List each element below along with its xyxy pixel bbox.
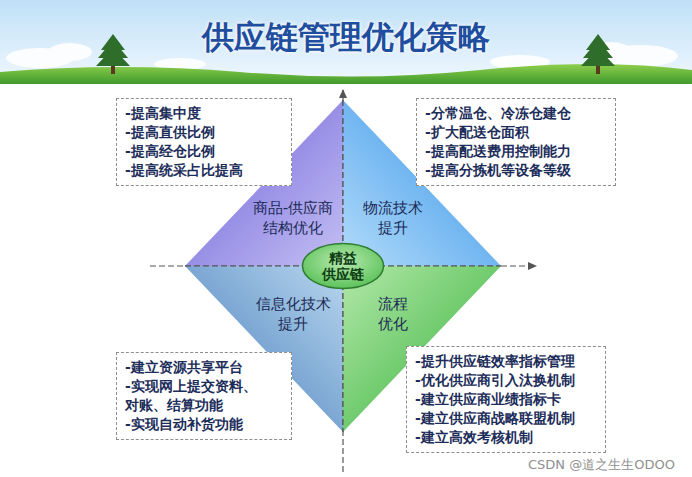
bullet-item: -提高分拣机等设备等级	[425, 161, 607, 180]
bullet-item: -实现网上提交资料、 对账、结算功能	[125, 377, 275, 415]
quadrant-label: 物流技术 提升	[357, 198, 429, 238]
bullet-item: -提高直供比例	[125, 123, 283, 142]
bullet-item: -提高集中度	[125, 104, 283, 123]
bullet-item: -建立资源共享平台	[125, 358, 283, 377]
bullet-box: -分常温仓、冷冻仓建仓-扩大配送仓面积-提高配送费用控制能力-提高分拣机等设备等…	[416, 98, 616, 186]
bullet-item: -扩大配送仓面积	[425, 123, 607, 142]
bullet-box: -建立资源共享平台-实现网上提交资料、 对账、结算功能-实现自动补货功能	[116, 352, 292, 440]
bullet-box: -提高集中度-提高直供比例-提高经仓比例-提高统采占比提高	[116, 98, 292, 186]
bullet-item: -实现自动补货功能	[125, 415, 283, 434]
center-ellipse: 精益 供应链	[301, 242, 385, 290]
bullet-item: -提高配送费用控制能力	[425, 142, 607, 161]
bullet-item: -建立高效考核机制	[415, 428, 597, 447]
watermark: CSDN @道之生生ODOO	[528, 457, 675, 473]
quadrant-label: 信息化技术 提升	[249, 294, 337, 334]
bullet-item: -建立供应商业绩指标卡	[415, 390, 597, 409]
quadrant-label: 流程 优化	[372, 294, 414, 334]
bullet-item: -优化供应商引入汰换机制	[415, 371, 597, 390]
quadrant-label: 商品-供应商 结构优化	[243, 198, 343, 238]
page-title: 供应链管理优化策略	[0, 16, 692, 60]
bullet-item: -提高统采占比提高	[125, 161, 283, 180]
bullet-item: -建立供应商战略联盟机制	[415, 409, 597, 428]
bullet-box: -提升供应链效率指标管理-优化供应商引入汰换机制-建立供应商业绩指标卡-建立供应…	[406, 346, 606, 453]
bullet-item: -提高经仓比例	[125, 142, 283, 161]
bullet-item: -分常温仓、冷冻仓建仓	[425, 104, 607, 123]
bullet-item: -提升供应链效率指标管理	[415, 352, 597, 371]
center-label: 精益 供应链	[313, 250, 373, 282]
